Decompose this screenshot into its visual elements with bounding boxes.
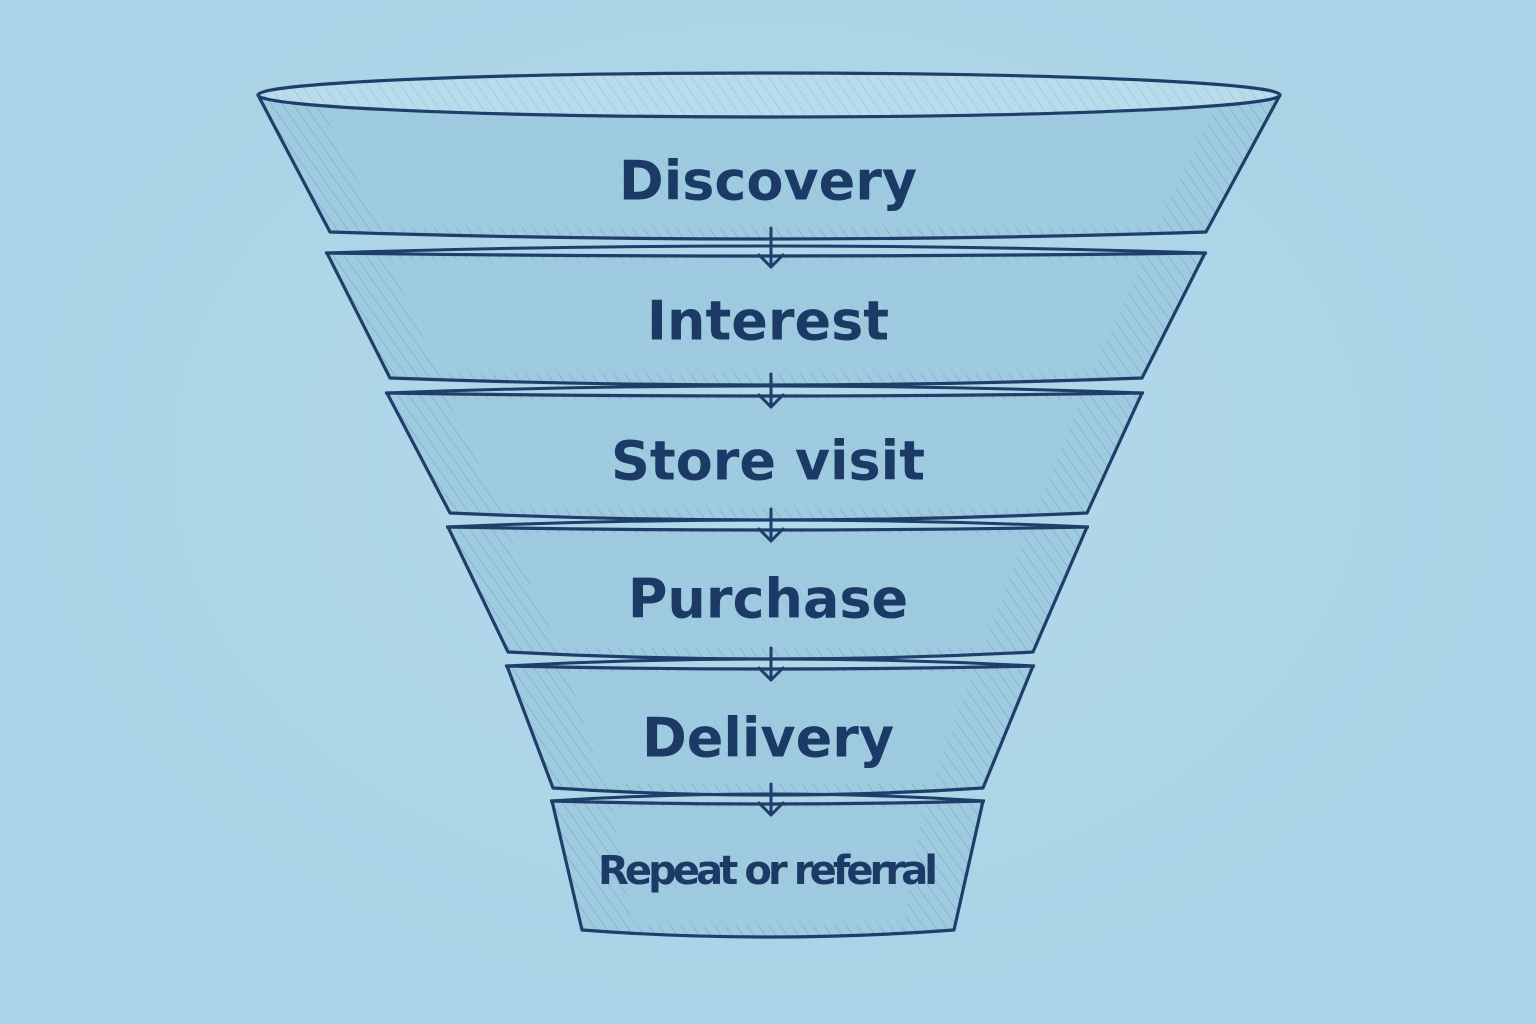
funnel-band-1 [256, 71, 1282, 241]
stage-label-3: Store visit [611, 430, 925, 493]
arrow-down-icon [757, 507, 785, 543]
arrow-down-icon [757, 646, 785, 682]
stage-label-6: Repeat or referral [598, 848, 938, 894]
funnel-band-6 [549, 792, 986, 939]
arrow-down-icon [757, 226, 785, 269]
funnel-band-2 [324, 244, 1208, 387]
stage-label-5: Delivery [642, 707, 894, 770]
funnel-band-5 [504, 657, 1036, 797]
funnel-band-4 [445, 518, 1090, 661]
funnel-bands [256, 71, 1282, 939]
stage-label-4: Purchase [628, 568, 908, 631]
arrow-down-icon [757, 372, 785, 409]
stage-label-1: Discovery [619, 150, 917, 213]
stage-arrows [757, 226, 785, 817]
stage-label-2: Interest [647, 290, 889, 353]
funnel-band-3 [384, 384, 1145, 522]
arrow-down-icon [757, 782, 785, 817]
